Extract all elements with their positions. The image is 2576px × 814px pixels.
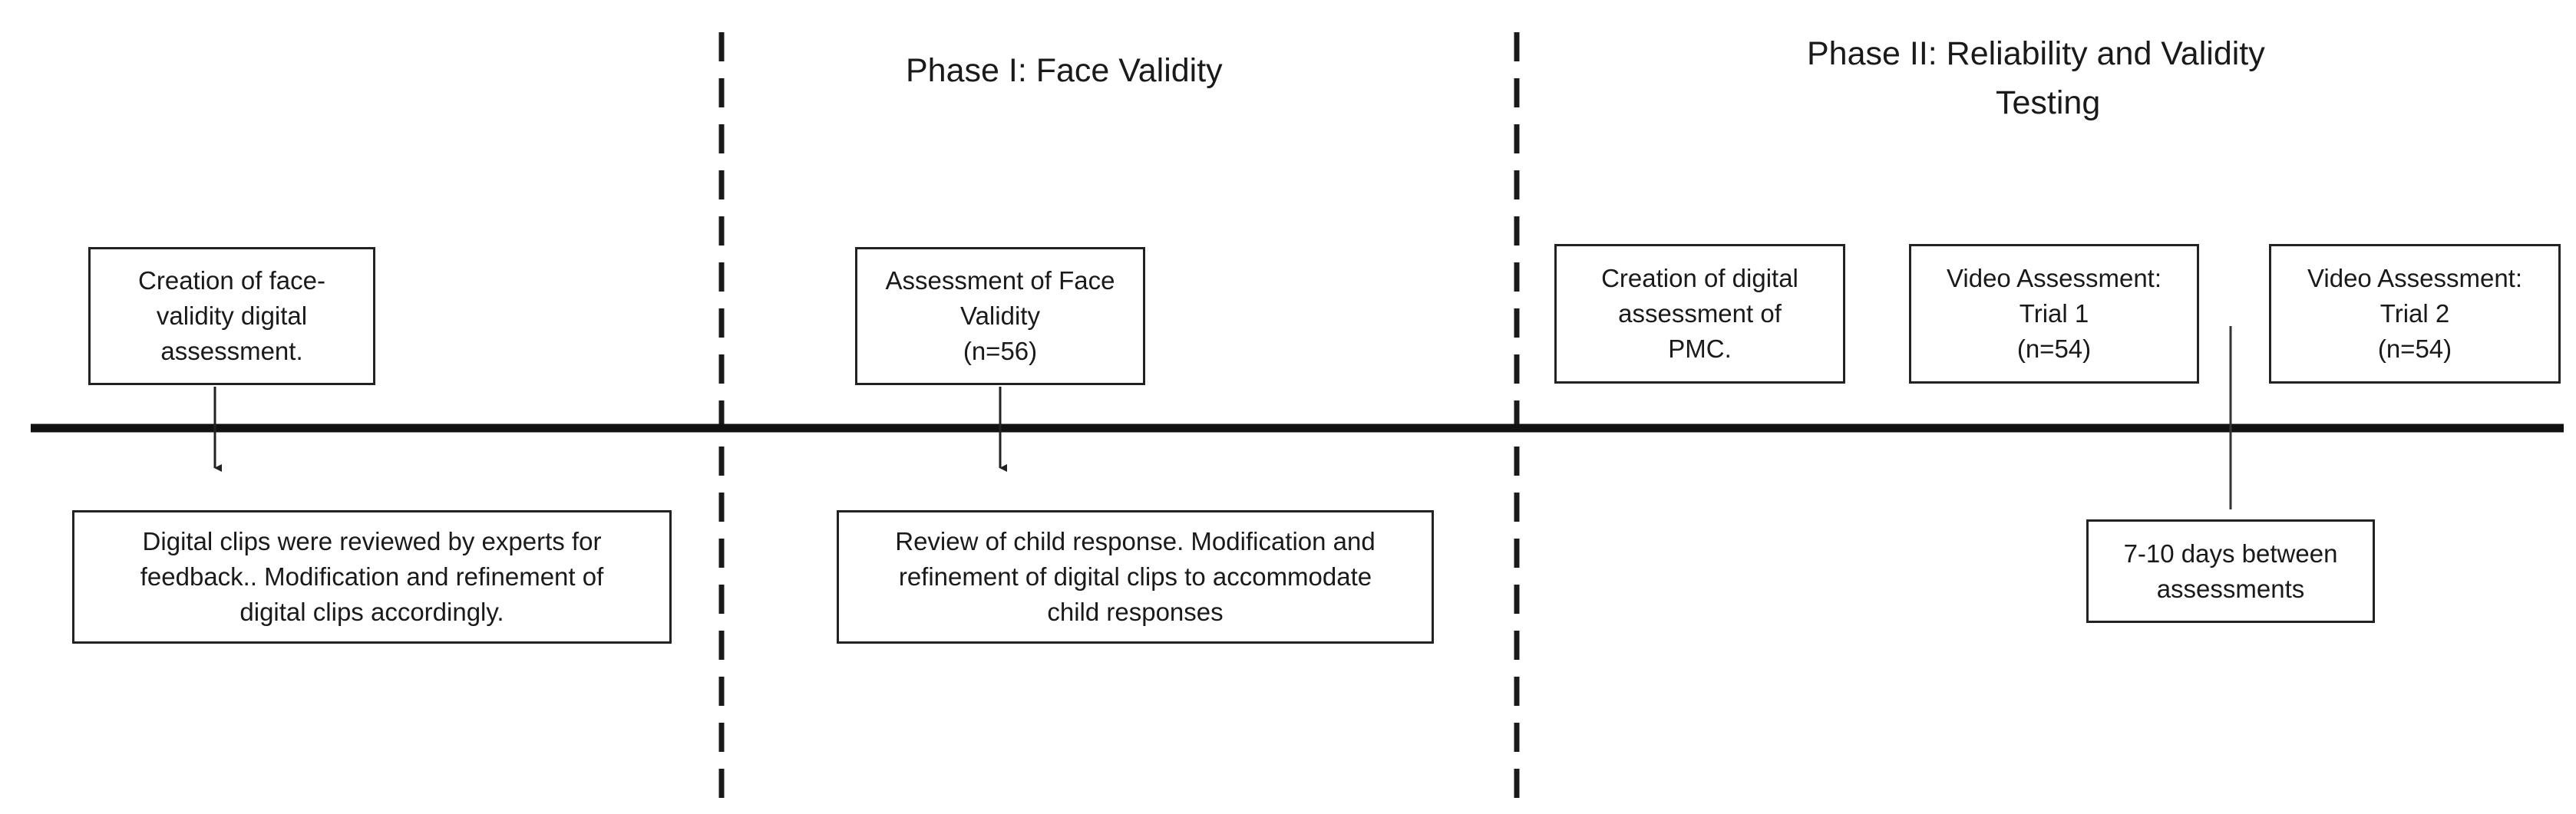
box-line: digital clips accordingly. — [239, 598, 504, 626]
box-line: child responses — [1047, 598, 1224, 626]
box-line: Review of child response. Modification a… — [895, 527, 1376, 555]
box-line: Assessment of Face — [885, 266, 1115, 295]
box-creation-pmc: Creation of digital assessment of PMC. — [1554, 244, 1845, 384]
box-video-trial-2: Video Assessment: Trial 2 (n=54) — [2269, 244, 2561, 384]
box-line: Trial 2 — [2379, 299, 2450, 328]
box-line: PMC. — [1668, 334, 1732, 363]
box-line: Validity — [960, 302, 1040, 330]
box-line: Video Assessment: — [1946, 264, 2162, 292]
box-line: (n=56) — [963, 337, 1038, 365]
box-line: feedback.. Modification and refinement o… — [140, 562, 604, 591]
phase1-title: Phase I: Face Validity — [906, 52, 1223, 89]
box-line: (n=54) — [2016, 334, 2092, 363]
box-line: (n=54) — [2377, 334, 2452, 363]
box-interval-7-10-days: 7-10 days between assessments — [2086, 519, 2375, 623]
box-review-experts: Digital clips were reviewed by experts f… — [72, 510, 672, 644]
box-line: Creation of face- — [138, 266, 325, 295]
box-review-child-response: Review of child response. Modification a… — [837, 510, 1434, 644]
box-line: assessment of — [1618, 299, 1782, 328]
box-video-trial-1: Video Assessment: Trial 1 (n=54) — [1909, 244, 2199, 384]
phase2-title-line1: Phase II: Reliability and Validity — [1807, 35, 2265, 72]
phase2-title-line2: Testing — [1996, 84, 2101, 121]
box-line: Trial 1 — [2019, 299, 2089, 328]
box-creation-face-validity: Creation of face- validity digital asses… — [88, 247, 375, 385]
box-line: assessment. — [160, 337, 303, 365]
box-line: refinement of digital clips to accommoda… — [898, 562, 1372, 591]
box-line: Creation of digital — [1601, 264, 1798, 292]
box-line: validity digital — [156, 302, 308, 330]
box-line: 7-10 days between — [2123, 539, 2338, 568]
box-assessment-face-validity: Assessment of Face Validity (n=56) — [855, 247, 1145, 385]
box-line: assessments — [2156, 574, 2305, 603]
box-line: Digital clips were reviewed by experts f… — [142, 527, 602, 555]
box-line: Video Assessment: — [2307, 264, 2523, 292]
